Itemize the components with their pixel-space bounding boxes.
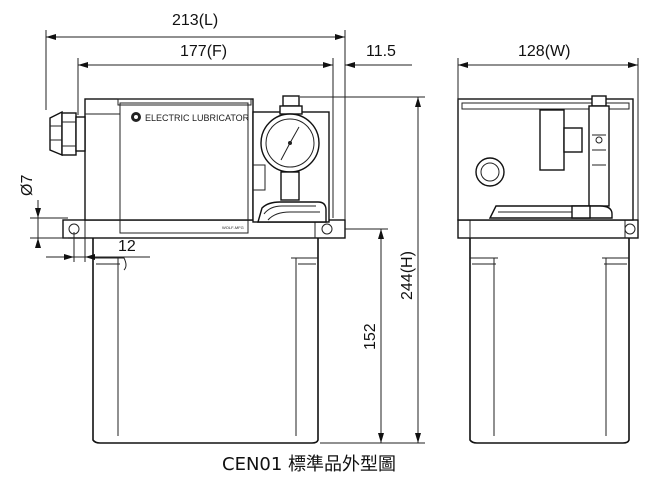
unit-label: ELECTRIC LUBRICATOR bbox=[145, 113, 250, 123]
side-view: 128(W) bbox=[457, 43, 639, 444]
hole-label: Ø7 bbox=[19, 175, 36, 196]
height-label: 244(H) bbox=[399, 251, 416, 300]
dim-tank-height: 152 bbox=[320, 228, 388, 444]
dim-offset: 11.5 bbox=[345, 43, 412, 68]
cable-gland bbox=[49, 110, 86, 157]
dim-hole: Ø7 bbox=[19, 175, 68, 248]
sight-window-icon bbox=[475, 157, 505, 187]
tank-height-label: 152 bbox=[362, 323, 379, 350]
offset-label: 11.5 bbox=[366, 43, 396, 60]
drawing-caption: CEN01 標準品外型圖 bbox=[222, 454, 396, 475]
motor-housing bbox=[84, 98, 254, 221]
mount-hole-right bbox=[321, 223, 333, 235]
tank-front bbox=[92, 238, 319, 444]
tiny-label: WOLF-MFG bbox=[222, 225, 244, 230]
dim-width: 128(W) bbox=[457, 43, 639, 220]
tank-side bbox=[469, 238, 630, 444]
dim-height: 244(H) bbox=[300, 96, 425, 444]
outlet-fitting bbox=[257, 201, 327, 223]
side-base-plate bbox=[457, 219, 639, 239]
length-label: 213(L) bbox=[172, 12, 218, 29]
foot-label: 12 bbox=[118, 238, 136, 255]
front-view: ELECTRIC LUBRICATOR WOLF-MFG bbox=[19, 12, 425, 444]
dim-length: 213(L) bbox=[45, 12, 346, 220]
dim-front: 177(F) bbox=[77, 43, 334, 218]
dim-foot: 12 bbox=[46, 232, 150, 262]
width-label: 128(W) bbox=[518, 43, 570, 60]
front-label: 177(F) bbox=[180, 43, 227, 60]
